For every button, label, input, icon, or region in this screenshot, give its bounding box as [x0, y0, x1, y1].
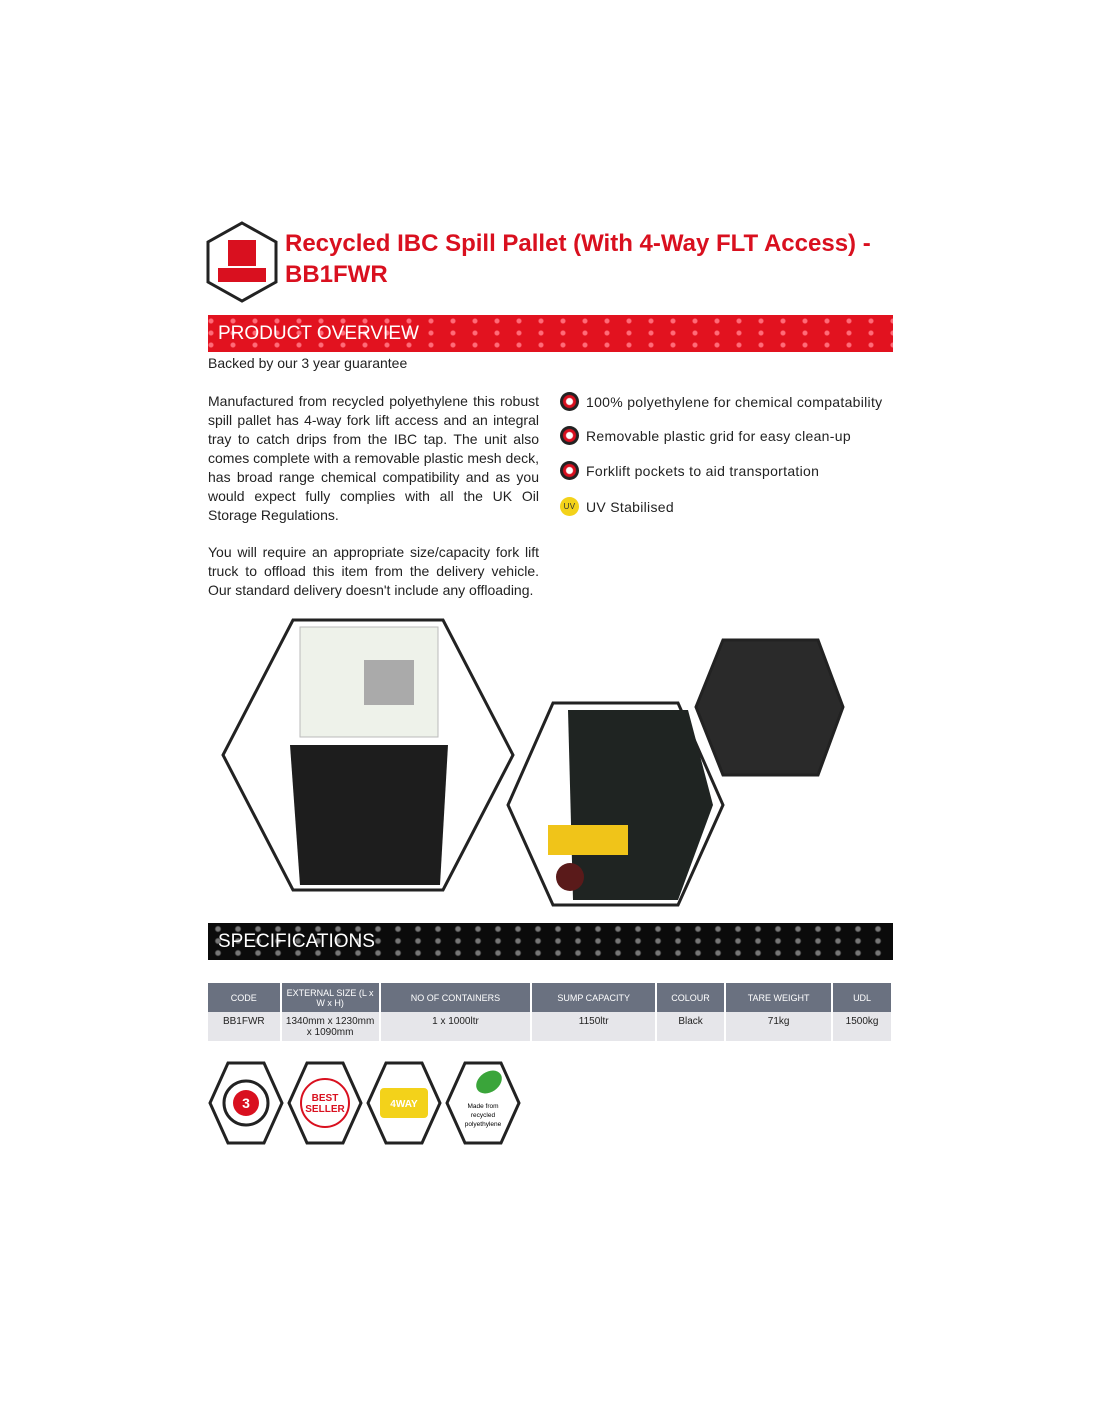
bullet-icon	[560, 461, 579, 480]
guarantee-badge: 3	[208, 1061, 284, 1145]
page-title: Recycled IBC Spill Pallet (With 4-Way FL…	[285, 230, 871, 288]
4way-badge: 4WAY	[366, 1061, 442, 1145]
bullet-icon	[560, 426, 579, 445]
guarantee-text: Backed by our 3 year guarantee	[208, 355, 408, 371]
svg-text:SELLER: SELLER	[305, 1104, 345, 1115]
product-images	[221, 618, 845, 907]
description-paragraph: Manufactured from recycled polyethylene …	[208, 393, 539, 523]
delivery-paragraph: You will require an appropriate size/cap…	[208, 544, 539, 598]
specifications-banner: SPECIFICATIONS	[208, 923, 893, 960]
svg-text:3: 3	[242, 1095, 250, 1111]
ibc-product-icon	[206, 221, 278, 303]
feature-item: 100% polyethylene for chemical compatabi…	[560, 392, 882, 411]
feature-item: Removable plastic grid for easy clean-up	[560, 426, 851, 445]
uv-icon: UV	[560, 497, 579, 516]
svg-text:recycled: recycled	[471, 1112, 496, 1119]
recycled-badge: Made from recycled polyethylene	[445, 1061, 521, 1145]
svg-text:BEST: BEST	[312, 1093, 339, 1104]
feature-item: Forklift pockets to aid transportation	[560, 461, 819, 480]
svg-text:4WAY: 4WAY	[390, 1099, 418, 1110]
overview-banner: PRODUCT OVERVIEW	[208, 315, 893, 352]
svg-text:polyethylene: polyethylene	[465, 1121, 502, 1128]
svg-text:Made from: Made from	[467, 1103, 498, 1110]
bullet-icon	[560, 392, 579, 411]
